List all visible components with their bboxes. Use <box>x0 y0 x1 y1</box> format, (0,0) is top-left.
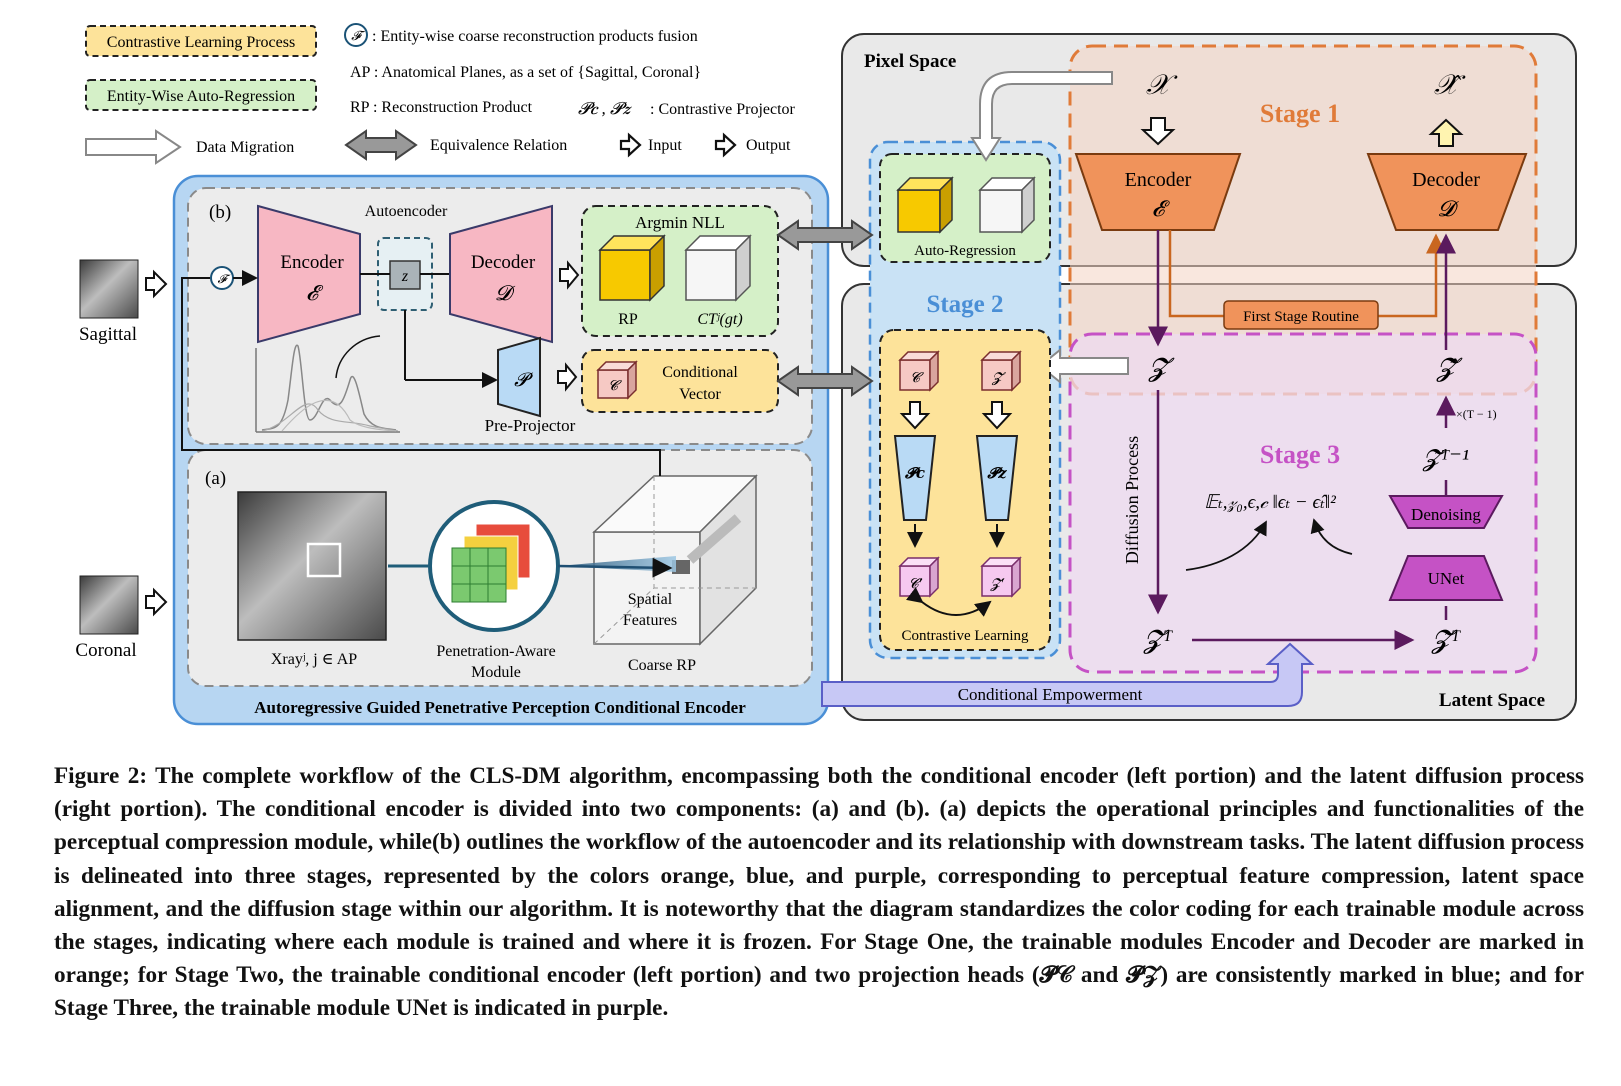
xray-label: Xrayʲ, j ∈ AP <box>271 651 357 668</box>
rp-cube <box>598 234 666 302</box>
svg-text:𝓟𝒄: 𝓟𝒄 <box>904 466 925 482</box>
svg-text:𝓩′: 𝓩′ <box>989 577 1004 592</box>
svg-text:Encoder: Encoder <box>280 252 344 273</box>
output-arrow-icon <box>559 260 580 290</box>
xray-image <box>237 491 387 641</box>
legend-data-migration: Data Migration <box>196 139 294 156</box>
svg-text:z: z <box>401 268 409 285</box>
sagittal-input: Sagittal <box>79 259 168 345</box>
diffusion-process-label: Diffusion Process <box>1122 436 1142 564</box>
autoencoder-label: Autoencoder <box>365 203 448 220</box>
svg-text:Auto-Regression: Auto-Regression <box>914 243 1016 259</box>
svg-text:Contrastive Learning: Contrastive Learning <box>901 628 1029 644</box>
autoencoder-encoder <box>257 204 361 344</box>
legend-input: Input <box>648 137 682 154</box>
legend-equivalence: Equivalence Relation <box>430 137 567 154</box>
svg-text:CTʲ(gt): CTʲ(gt) <box>697 311 742 328</box>
z-T: 𝓩ᵀ <box>1143 625 1173 654</box>
svg-text:Features: Features <box>623 612 677 629</box>
latent-space-title: Latent Space <box>1439 690 1545 711</box>
legend-contrastive: Contrastive Learning Process <box>107 34 295 51</box>
conditional-empowerment-label: Conditional Empowerment <box>958 685 1143 704</box>
figure-caption: Figure 2: The complete workflow of the C… <box>54 763 1584 1022</box>
condition-c-cube <box>596 360 638 400</box>
input-arrow-icon <box>145 587 168 617</box>
encoder-panel-title: Autoregressive Guided Penetrative Percep… <box>254 698 746 717</box>
stage1-encoder <box>1074 153 1242 231</box>
stage1-decoder <box>1366 153 1528 231</box>
svg-text:𝓓: 𝓓 <box>495 281 516 305</box>
legend-output: Output <box>746 137 791 154</box>
equivalence-arrow-top <box>776 219 874 251</box>
svg-text:Spatial: Spatial <box>628 591 673 608</box>
z-tilde-T: 𝓩̃ᵀ <box>1431 625 1461 654</box>
auto-regression-rp-cube <box>896 176 954 234</box>
svg-text:Vector: Vector <box>679 386 721 403</box>
input-icon <box>619 132 642 158</box>
svg-text:Argmin NLL: Argmin NLL <box>635 213 725 232</box>
conditional-encoder-panel: Autoregressive Guided Penetrative Percep… <box>172 174 830 726</box>
legend-projector: : Contrastive Projector <box>650 101 796 118</box>
svg-text:Decoder: Decoder <box>471 252 536 273</box>
input-arrow-icon <box>145 269 168 299</box>
c-cube <box>898 350 940 392</box>
equivalence-icon <box>344 129 418 161</box>
svg-text:Module: Module <box>471 664 521 681</box>
autoencoder-decoder <box>449 204 553 344</box>
fusion-icon <box>344 23 368 47</box>
stage3-label: Stage 3 <box>1260 440 1340 469</box>
conditional-empowerment-arrow: Conditional Empowerment <box>821 642 1315 707</box>
coronal-label: Coronal <box>75 640 136 661</box>
data-migration-arrow <box>970 71 1113 162</box>
z-tilde-T-minus-1: 𝓩̃ᵀ⁻¹ <box>1422 446 1469 472</box>
legend-rp: RP : Reconstruction Product <box>350 99 533 116</box>
svg-text:Denoising: Denoising <box>1411 505 1481 524</box>
ct-cube <box>684 234 752 302</box>
projector-pz <box>975 435 1019 521</box>
data-migration-icon <box>85 129 182 165</box>
svg-text:Penetration-Aware: Penetration-Aware <box>436 643 555 660</box>
legend-entity-wise: Entity-Wise Auto-Regression <box>107 88 295 105</box>
equivalence-arrow-bottom <box>776 365 874 397</box>
distribution-plot <box>255 335 400 433</box>
svg-text:𝓒′: 𝓒′ <box>909 577 923 592</box>
pixel-space-title: Pixel Space <box>864 51 956 72</box>
svg-text:First Stage Routine: First Stage Routine <box>1243 309 1359 325</box>
output-arrow-icon <box>557 362 578 392</box>
loss-formula: 𝔼ₜ,𝓏₀,ϵ,𝒸 ‖ϵₜ − ϵ̂ₜ‖² <box>1204 492 1336 513</box>
sagittal-label: Sagittal <box>79 324 137 345</box>
coronal-input: Coronal <box>75 575 168 661</box>
workflow-diagram: Contrastive Learning Process Entity-Wise… <box>75 23 1577 726</box>
coarse-rp-label: Coarse RP <box>628 657 696 674</box>
unet-block <box>1388 555 1504 601</box>
svg-text:𝓓: 𝓓 <box>1438 196 1460 221</box>
svg-text:UNet: UNet <box>1428 569 1465 588</box>
projector-pc <box>893 435 937 521</box>
stage1-region <box>1068 44 1538 396</box>
label-a: (a) <box>205 468 226 489</box>
svg-text:Encoder: Encoder <box>1125 169 1192 191</box>
legend-projector-symbols: 𝓟𝒄 , 𝓟𝒛 <box>578 99 632 118</box>
output-icon <box>714 132 737 158</box>
legend: Contrastive Learning Process Entity-Wise… <box>85 23 796 165</box>
svg-text:Conditional: Conditional <box>662 364 738 381</box>
stage2-label: Stage 2 <box>926 291 1003 318</box>
z-cube <box>980 350 1022 392</box>
denoising-block <box>1388 495 1504 529</box>
auto-regression-ct-cube <box>978 176 1036 234</box>
repeat-count: ×(T − 1) <box>1456 407 1497 421</box>
legend-ap: AP : Anatomical Planes, as a set of {Sag… <box>350 64 701 81</box>
svg-text:RP: RP <box>618 311 638 328</box>
svg-text:Decoder: Decoder <box>1412 169 1480 191</box>
pre-projector-label: Pre-Projector <box>485 416 576 435</box>
feature-grid-icon <box>451 523 531 603</box>
pre-projector <box>497 336 541 418</box>
stage1-label: Stage 1 <box>1260 99 1340 128</box>
label-b: (b) <box>209 202 231 223</box>
svg-text:𝓟𝒛: 𝓟𝒛 <box>986 466 1007 482</box>
first-stage-routine <box>1223 300 1379 330</box>
legend-fusion: : Entity-wise coarse reconstruction prod… <box>372 28 698 45</box>
